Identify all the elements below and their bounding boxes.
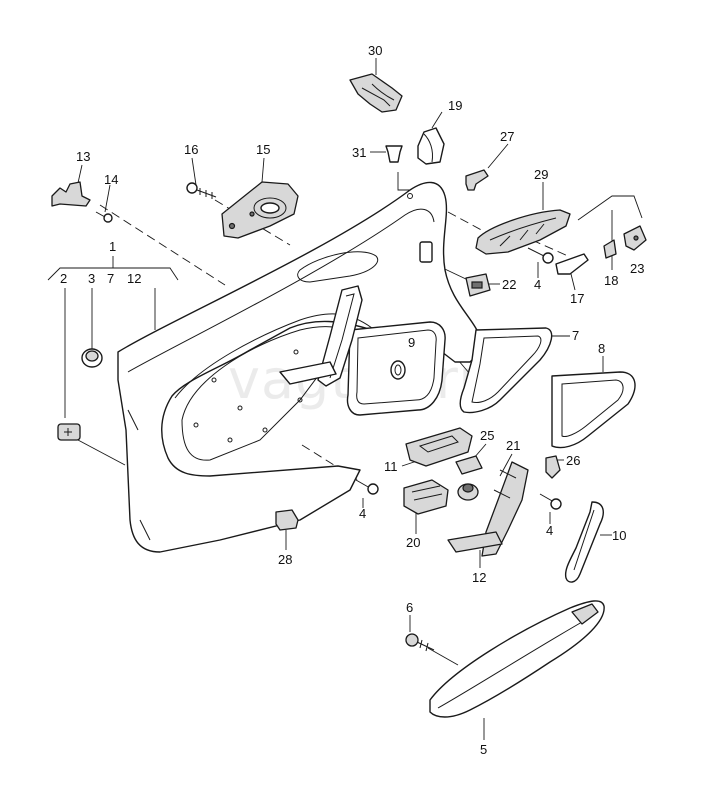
part-20-switch-block xyxy=(403,479,449,515)
callout-labels: 1 2 3 7 12 13 14 16 15 30 19 31 27 29 22… xyxy=(60,43,644,757)
part-21-knob xyxy=(457,483,479,501)
part-12-pull-handle xyxy=(447,461,529,557)
callout-28: 28 xyxy=(278,552,292,567)
callout-15: 15 xyxy=(256,142,270,157)
part-11-switch-housing xyxy=(405,427,473,467)
part-8-trim-frame xyxy=(551,371,636,449)
part-10-trim-strip xyxy=(564,501,604,583)
callout-14: 14 xyxy=(104,172,118,187)
part-2-clip xyxy=(57,423,81,441)
part-28-clip xyxy=(275,509,299,531)
callout-31: 31 xyxy=(352,145,366,160)
callout-1: 1 xyxy=(109,239,116,254)
part-26-clip xyxy=(545,455,561,479)
callout-21: 21 xyxy=(506,438,520,453)
callout-22: 22 xyxy=(502,277,516,292)
callout-17: 17 xyxy=(570,291,584,306)
callout-2: 2 xyxy=(60,271,67,286)
callout-9: 9 xyxy=(408,335,415,350)
callout-3: 3 xyxy=(88,271,95,286)
part-9-grommet xyxy=(390,360,406,380)
callout-13: 13 xyxy=(76,149,90,164)
callout-16: 16 xyxy=(184,142,198,157)
part-27-lever xyxy=(465,169,489,191)
callout-7-group: 7 xyxy=(107,271,114,286)
part-6-bolt xyxy=(405,633,435,652)
part-15-mirror-bracket xyxy=(221,181,299,239)
part-4-bolt-right xyxy=(539,493,562,510)
part-17-cover-plate xyxy=(555,253,589,275)
part-25-bezel xyxy=(455,455,483,475)
callout-4-middle: 4 xyxy=(359,506,366,521)
callout-18: 18 xyxy=(604,273,618,288)
callout-19: 19 xyxy=(448,98,462,113)
callout-20: 20 xyxy=(406,535,420,550)
callout-30: 30 xyxy=(368,43,382,58)
part-29-inner-handle xyxy=(475,209,571,255)
callout-12: 12 xyxy=(472,570,486,585)
callout-7: 7 xyxy=(572,328,579,343)
callout-29: 29 xyxy=(534,167,548,182)
callout-4-right: 4 xyxy=(546,523,553,538)
callout-10: 10 xyxy=(612,528,626,543)
part-19-cap xyxy=(417,127,445,165)
part-16-screw xyxy=(186,182,217,199)
part-7-trim-frame xyxy=(459,327,553,414)
callout-5: 5 xyxy=(480,742,487,757)
callout-27: 27 xyxy=(500,129,514,144)
part-31-clip xyxy=(385,145,403,163)
callout-11: 11 xyxy=(384,459,398,474)
callout-8: 8 xyxy=(598,341,605,356)
callout-6: 6 xyxy=(406,600,413,615)
callout-25: 25 xyxy=(480,428,494,443)
part-14-screw xyxy=(95,211,113,223)
part-4-bolt-middle xyxy=(355,479,379,495)
callout-12-group: 12 xyxy=(127,271,141,286)
part-3-grommet xyxy=(81,348,103,368)
part-18-insert xyxy=(603,239,617,259)
part-13-bracket xyxy=(51,181,91,207)
part-30-cover xyxy=(349,73,403,113)
part-4-bolt-top xyxy=(527,247,554,264)
callout-4-top: 4 xyxy=(534,277,541,292)
callout-23: 23 xyxy=(630,261,644,276)
part-5-armrest xyxy=(429,600,605,718)
part-22-switch xyxy=(465,273,491,297)
callout-26: 26 xyxy=(566,453,580,468)
part-23-switch xyxy=(623,225,647,251)
